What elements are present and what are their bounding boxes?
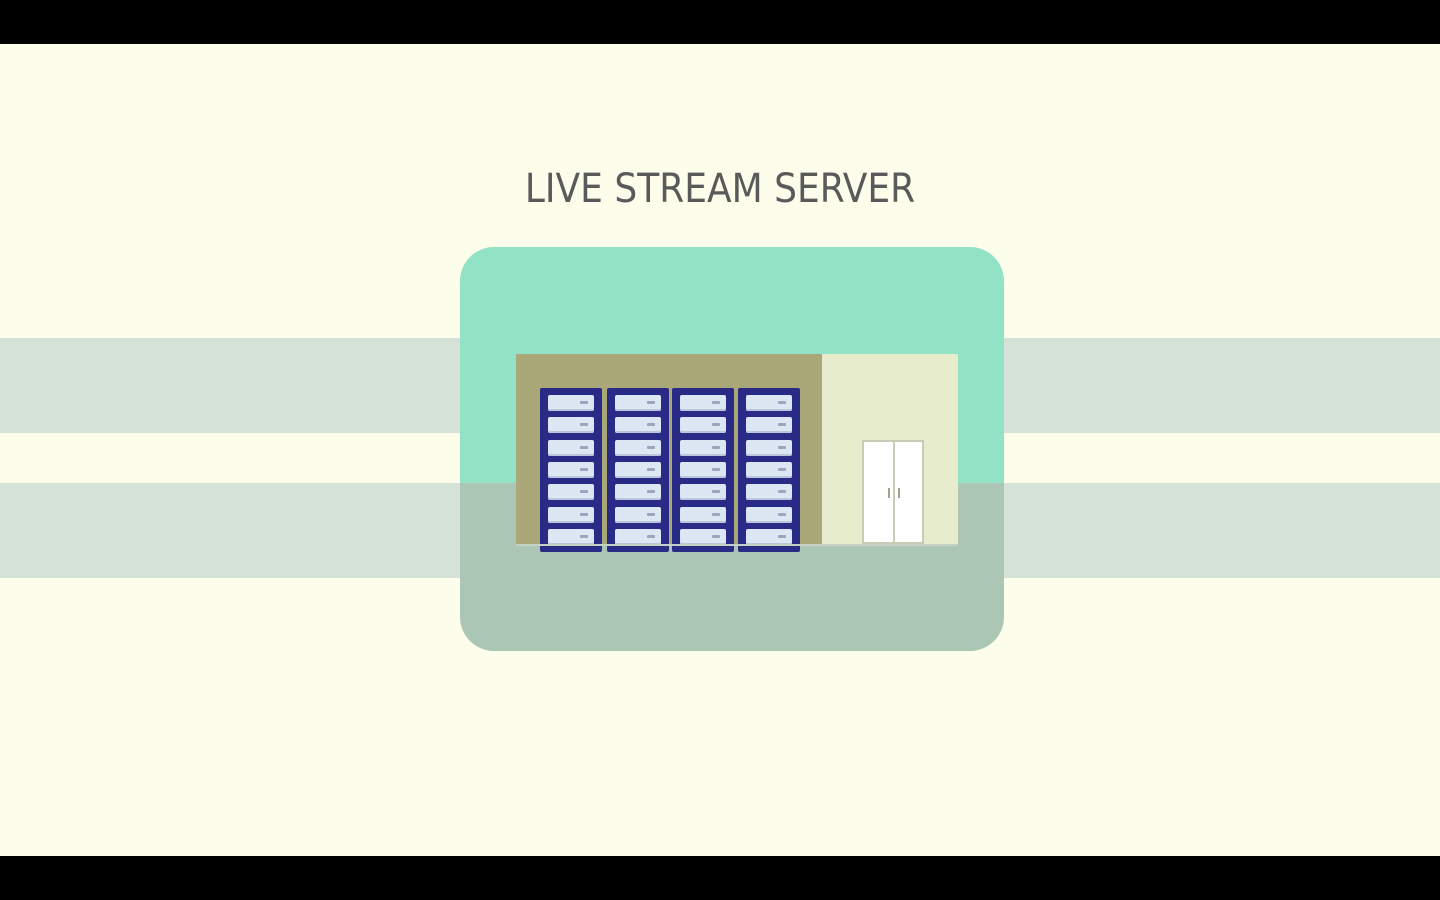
server-led-icon xyxy=(712,445,720,449)
server-led-icon xyxy=(580,423,588,427)
server-slot xyxy=(680,506,726,523)
server-slot xyxy=(615,395,661,411)
server-led-icon xyxy=(647,401,655,404)
server-slot xyxy=(548,484,594,501)
server-led-icon xyxy=(580,467,588,471)
server-led-icon xyxy=(580,512,588,516)
server-slot xyxy=(548,439,594,456)
server-slot xyxy=(680,528,726,545)
server-slot xyxy=(746,506,792,523)
server-slot xyxy=(615,417,661,434)
server-led-icon xyxy=(580,490,588,494)
video-frame: LIVE STREAM SERVER xyxy=(0,44,1440,856)
server-led-icon xyxy=(778,512,786,516)
server-led-icon xyxy=(712,401,720,404)
server-slot xyxy=(615,506,661,523)
server-led-icon xyxy=(778,490,786,494)
server-led-icon xyxy=(712,534,720,538)
server-slot xyxy=(746,395,792,411)
server-led-icon xyxy=(647,445,655,449)
server-led-icon xyxy=(647,467,655,471)
server-slot xyxy=(746,417,792,434)
letterbox-bottom xyxy=(0,856,1440,900)
server-slot xyxy=(746,439,792,456)
server-slot xyxy=(548,528,594,545)
server-slot xyxy=(615,484,661,501)
server-led-icon xyxy=(712,467,720,471)
server-slot xyxy=(615,439,661,456)
server-slot xyxy=(746,528,792,545)
double-door-icon xyxy=(862,440,924,544)
server-slot xyxy=(680,439,726,456)
server-slot xyxy=(615,461,661,478)
scene-title: LIVE STREAM SERVER xyxy=(524,166,916,212)
server-slot xyxy=(548,417,594,434)
server-led-icon xyxy=(647,490,655,494)
server-rack-icon xyxy=(672,388,734,552)
server-led-icon xyxy=(712,423,720,427)
server-led-icon xyxy=(778,445,786,449)
server-slot xyxy=(615,528,661,545)
server-led-icon xyxy=(778,467,786,471)
server-slot xyxy=(680,395,726,411)
server-slot xyxy=(746,484,792,501)
server-slot xyxy=(680,417,726,434)
server-rack-icon xyxy=(540,388,602,552)
server-slot xyxy=(746,461,792,478)
server-led-icon xyxy=(778,534,786,538)
server-led-icon xyxy=(778,401,786,404)
server-led-icon xyxy=(580,401,588,404)
server-led-icon xyxy=(580,445,588,449)
server-room xyxy=(516,354,822,552)
server-rack-icon xyxy=(738,388,800,552)
server-slot xyxy=(680,461,726,478)
server-led-icon xyxy=(580,534,588,538)
floor-line xyxy=(516,544,958,546)
server-building-icon xyxy=(460,247,1004,651)
server-rack-icon xyxy=(607,388,669,552)
server-slot xyxy=(680,484,726,501)
server-led-icon xyxy=(647,534,655,538)
door-split xyxy=(893,442,895,542)
server-led-icon xyxy=(712,512,720,516)
server-slot xyxy=(548,506,594,523)
letterbox-top xyxy=(0,0,1440,44)
server-led-icon xyxy=(778,423,786,427)
server-led-icon xyxy=(647,512,655,516)
server-led-icon xyxy=(712,490,720,494)
annex-building xyxy=(822,354,958,544)
door-handle-left xyxy=(888,488,890,498)
server-slot xyxy=(548,461,594,478)
server-slot xyxy=(548,395,594,411)
door-handle-right xyxy=(898,488,900,498)
server-led-icon xyxy=(647,423,655,427)
